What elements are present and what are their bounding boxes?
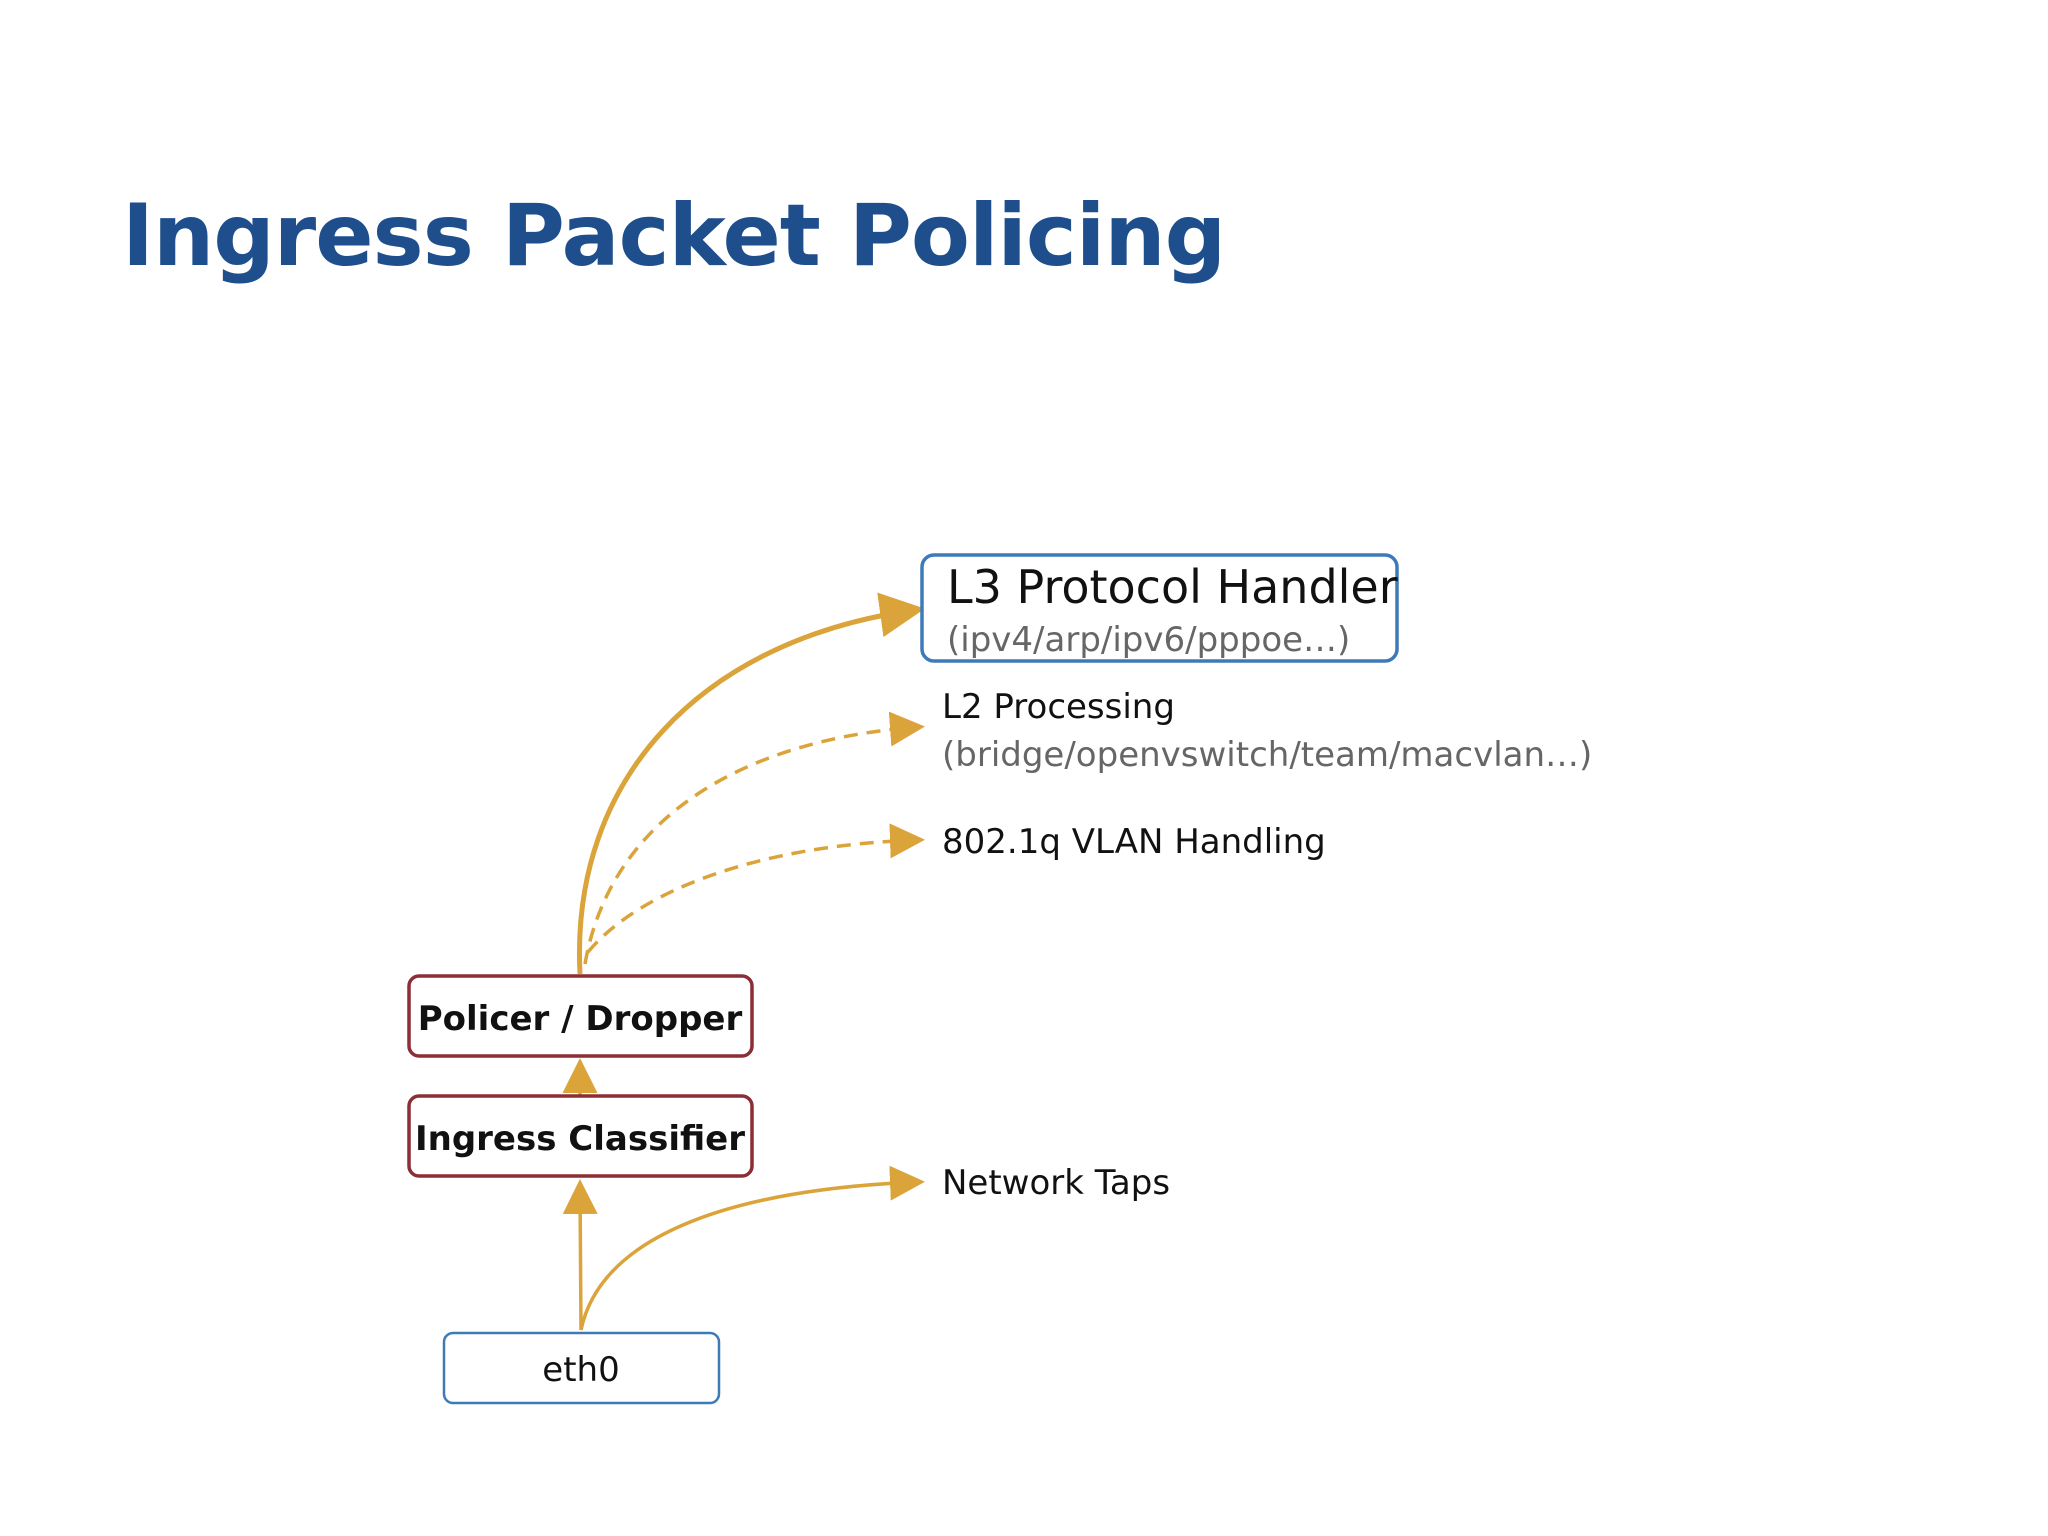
classifier-box <box>407 1094 754 1178</box>
policer-box <box>407 974 754 1058</box>
node-l2-processing: L2 Processing (bridge/openvswitch/team/m… <box>942 687 1592 775</box>
eth0-box <box>442 1331 721 1405</box>
l2-label: L2 Processing <box>942 687 1175 727</box>
arrow-eth0-to-classifier <box>562 1179 598 1331</box>
policer-label: Policer / Dropper <box>418 999 743 1039</box>
arrow-eth0-to-taps <box>579 1165 925 1331</box>
arrow-policer-to-l3 <box>576 592 925 975</box>
eth0-label: eth0 <box>542 1350 619 1390</box>
arrow-policer-to-l2 <box>583 711 925 965</box>
node-l3-protocol-handler: L3 Protocol Handler (ipv4/arp/ipv6/pppoe… <box>920 553 1399 663</box>
l2-sublabel: (bridge/openvswitch/team/macvlan…) <box>942 735 1592 775</box>
vlan-label: 802.1q VLAN Handling <box>942 822 1326 862</box>
arrow-policer-to-vlan <box>586 823 925 954</box>
node-ingress-classifier: Ingress Classifier <box>407 1094 754 1178</box>
node-vlan-handling: 802.1q VLAN Handling <box>942 822 1326 862</box>
flow-arrows <box>562 592 925 1331</box>
node-network-taps: Network Taps <box>942 1163 1170 1203</box>
l3-label: L3 Protocol Handler <box>947 560 1398 614</box>
slide-title: Ingress Packet Policing <box>122 186 1226 286</box>
l3-box <box>920 553 1399 663</box>
classifier-label: Ingress Classifier <box>415 1119 745 1159</box>
node-policer-dropper: Policer / Dropper <box>407 974 754 1058</box>
taps-label: Network Taps <box>942 1163 1170 1203</box>
node-eth0: eth0 <box>442 1331 721 1405</box>
l3-sublabel: (ipv4/arp/ipv6/pppoe…) <box>947 620 1350 660</box>
